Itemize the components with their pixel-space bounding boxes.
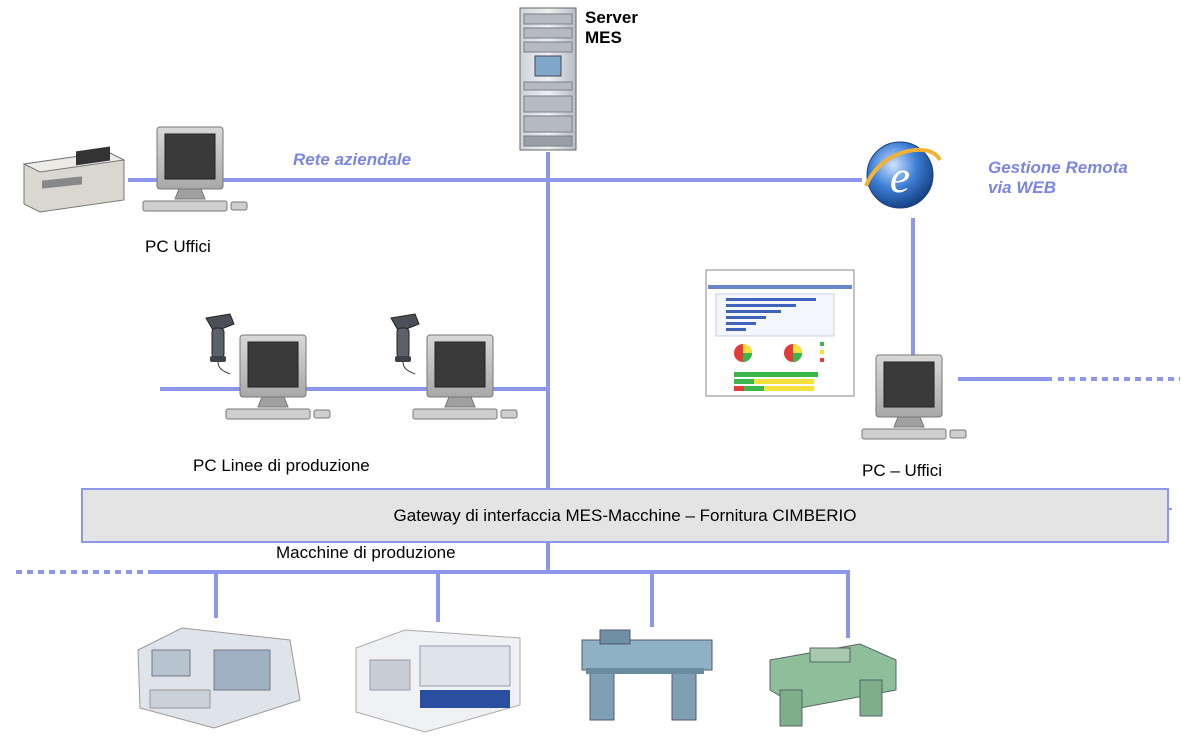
cnc-lathe-icon-1 bbox=[137, 627, 301, 729]
barcode-scanner-icon-1 bbox=[205, 313, 235, 375]
macchine-label: Macchine di produzione bbox=[276, 543, 456, 562]
gateway-box: Gateway di interfaccia MES-Macchine – Fo… bbox=[81, 488, 1169, 543]
printer-icon bbox=[22, 146, 126, 213]
pc-linee-label: PC Linee di produzione bbox=[193, 456, 370, 475]
svg-text:e: e bbox=[890, 151, 910, 202]
dashboard-report-icon bbox=[705, 269, 855, 397]
cnc-lathe-icon-4 bbox=[769, 643, 897, 727]
monitor-icon-uffici bbox=[142, 126, 248, 212]
cnc-lathe-icon-3 bbox=[581, 629, 713, 721]
gestione-remota-line2: via WEB bbox=[988, 178, 1057, 197]
server-label-line2: MES bbox=[585, 28, 622, 47]
cnc-lathe-icon-2 bbox=[355, 629, 521, 733]
gateway-label: Gateway di interfaccia MES-Macchine – Fo… bbox=[393, 505, 857, 525]
dotted-extensions bbox=[16, 377, 1180, 574]
internet-explorer-icon: e bbox=[864, 141, 942, 209]
network-lines bbox=[128, 152, 1052, 638]
rete-aziendale-label: Rete aziendale bbox=[293, 150, 412, 169]
gestione-remota-label: Gestione Remota via WEB bbox=[988, 158, 1128, 198]
monitor-icon-remote bbox=[861, 354, 967, 440]
monitor-icon-linee-2 bbox=[412, 334, 518, 420]
pc-uffici-remote-label: PC – Uffici bbox=[862, 461, 942, 480]
pc-uffici-label: PC Uffici bbox=[145, 237, 211, 256]
gestione-remota-line1: Gestione Remota bbox=[988, 158, 1128, 177]
server-icon bbox=[519, 7, 577, 151]
monitor-icon-linee-1 bbox=[225, 334, 331, 420]
server-label: Server MES bbox=[585, 8, 638, 48]
server-label-line1: Server bbox=[585, 8, 638, 27]
barcode-scanner-icon-2 bbox=[390, 313, 420, 375]
